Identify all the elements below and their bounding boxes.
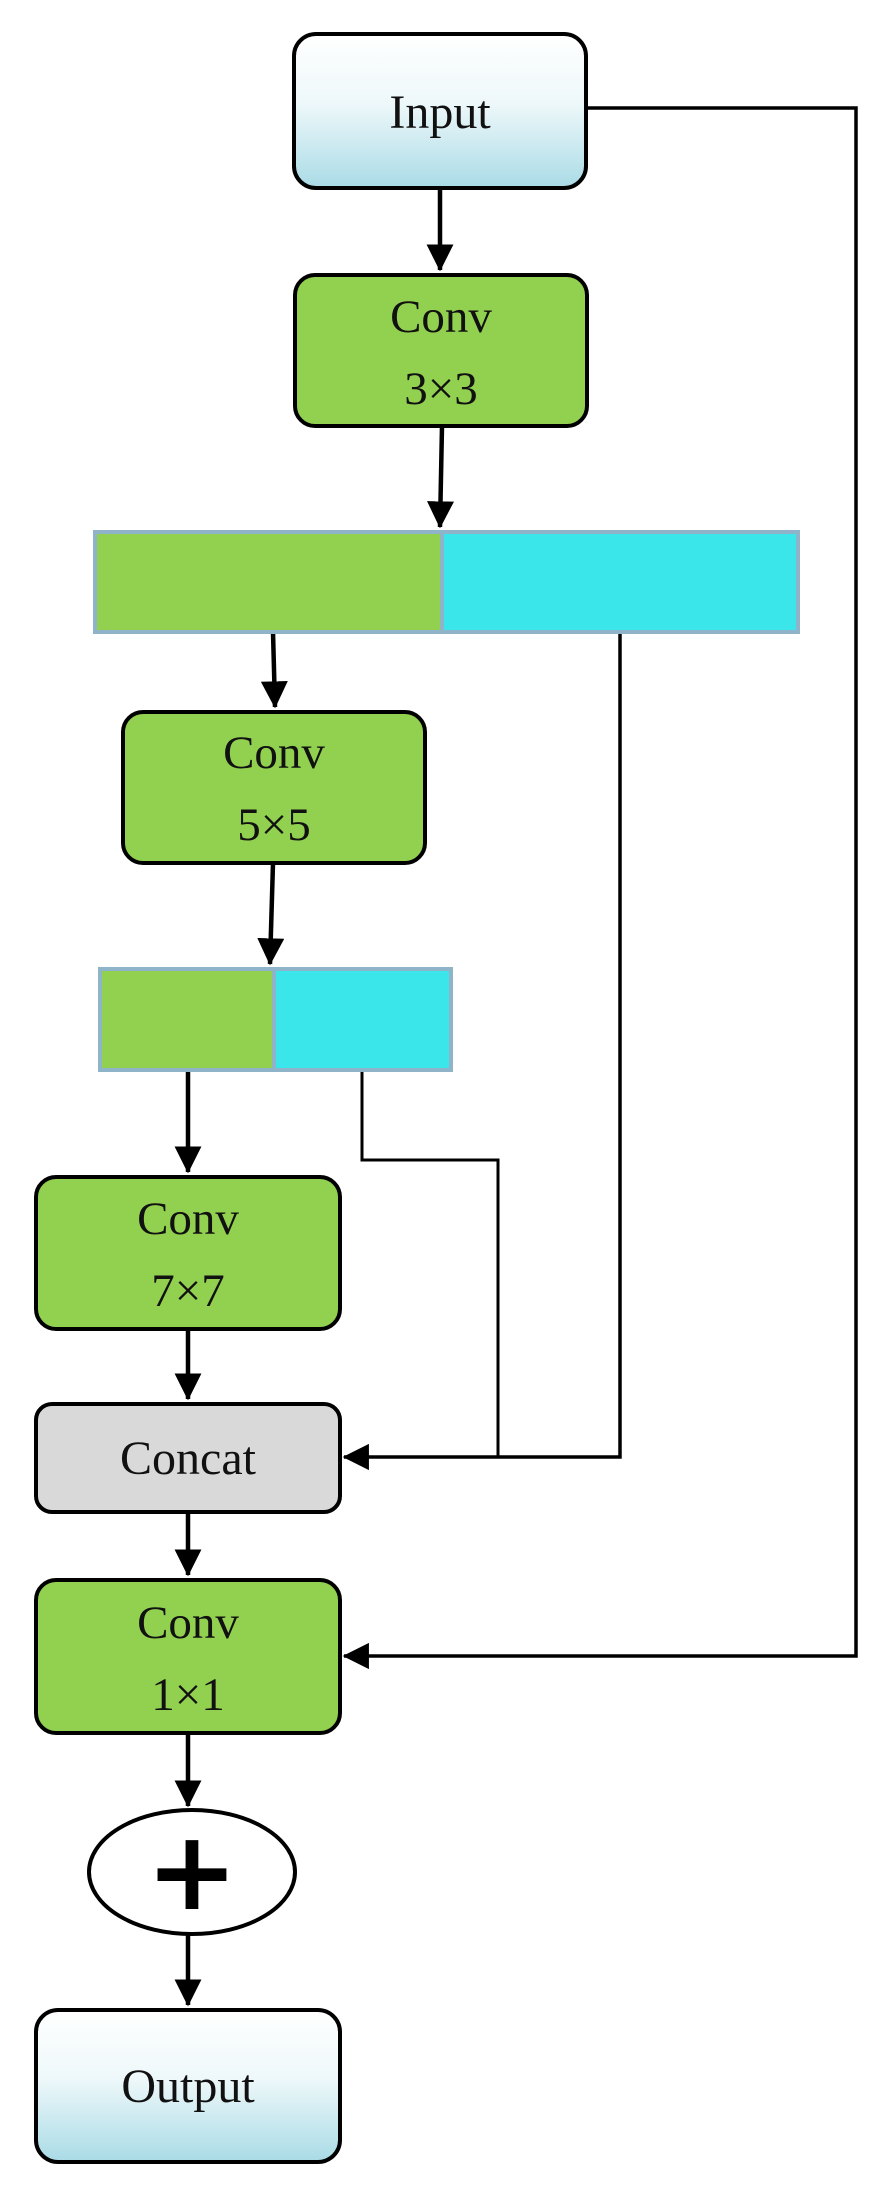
conv7x7-label-line1: Conv <box>137 1193 239 1245</box>
split-block-1 <box>93 530 800 634</box>
conv3x3-label-line2: 3×3 <box>404 363 478 415</box>
split-block-2 <box>98 967 453 1072</box>
output-node: Output <box>34 2008 342 2164</box>
conv1x1-label-line2: 1×1 <box>151 1669 225 1721</box>
plus-icon: + <box>146 1807 238 1935</box>
edge-conv5-to-split2 <box>257 862 285 966</box>
concat-label: Concat <box>120 1432 257 1485</box>
conv7x7-node: Conv 7×7 <box>34 1175 342 1331</box>
split2-left-half <box>98 967 276 1072</box>
conv3x3-label-line1: Conv <box>390 291 492 343</box>
edge-split1-to-conv5 <box>260 631 288 709</box>
add-node: + <box>87 1807 297 1936</box>
conv1x1-label-line1: Conv <box>137 1597 239 1649</box>
concat-node: Concat <box>34 1402 342 1514</box>
input-node: Input <box>292 32 588 190</box>
split2-right-half <box>272 967 453 1072</box>
conv3x3-node: Conv 3×3 <box>293 273 589 428</box>
edge-input-skip-to-conv1 <box>342 106 858 1670</box>
split1-right-half <box>440 530 800 634</box>
split1-left-half <box>93 530 444 634</box>
conv1x1-node: Conv 1×1 <box>34 1578 342 1735</box>
output-label: Output <box>121 2060 255 2113</box>
conv5x5-node: Conv 5×5 <box>121 710 427 865</box>
conv5x5-label-line2: 5×5 <box>237 799 311 851</box>
input-label: Input <box>389 86 491 139</box>
edge-split2-branch-to-concat <box>360 1070 500 1457</box>
conv5x5-label-line1: Conv <box>223 727 325 779</box>
conv7x7-label-line2: 7×7 <box>151 1265 225 1317</box>
edge-split1-branch-to-concat <box>342 632 622 1471</box>
edge-conv3-to-split1 <box>427 425 455 529</box>
